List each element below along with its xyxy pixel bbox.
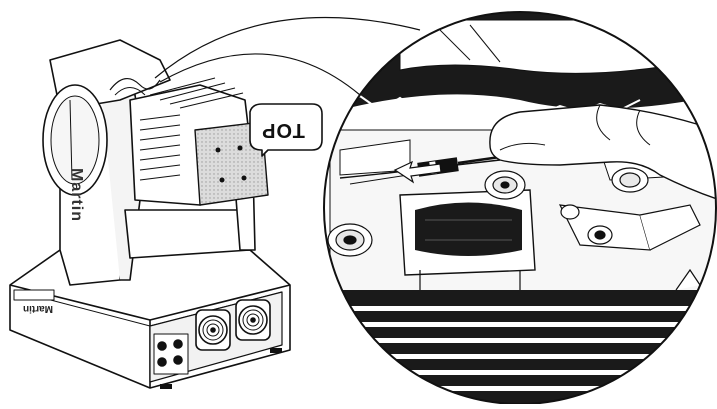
leader-lines — [154, 16, 421, 96]
brand-logo-side: Martin — [68, 168, 85, 222]
moving-head-fixture — [9, 39, 323, 389]
fixture-base — [9, 249, 291, 389]
connector-block — [399, 189, 536, 276]
roller-right — [611, 167, 649, 193]
hand-illustration — [489, 104, 716, 201]
fan-grille-left — [195, 309, 231, 351]
roller-mid — [484, 170, 526, 200]
zoom-detail — [323, 11, 717, 405]
roller-left — [327, 223, 373, 257]
top-callout — [249, 103, 323, 157]
bottom-stripes — [324, 268, 716, 404]
connector-panel — [153, 333, 189, 375]
brand-logo-base: Martin — [23, 303, 53, 314]
bracket-screw — [558, 204, 701, 251]
fan-grille-right — [235, 299, 271, 341]
top-label: TOP — [261, 119, 305, 141]
arrow-left-icon — [393, 160, 442, 184]
